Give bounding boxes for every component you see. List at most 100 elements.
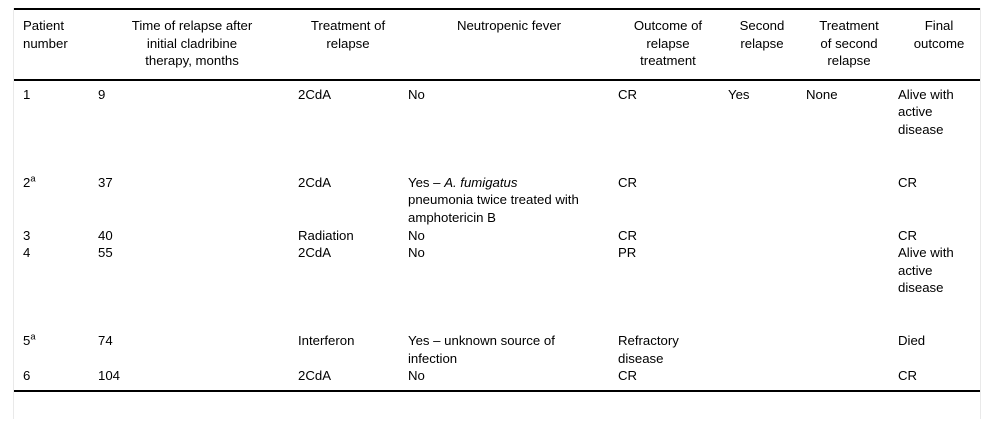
table-row: 6 104 2CdA No CR CR	[14, 367, 980, 392]
cell-treatment-of-relapse-value: 2CdA	[298, 368, 331, 384]
cell-final-outcome: Alive with active disease	[894, 244, 980, 332]
cell-neutropenic-fever: No	[404, 80, 614, 174]
cell-relapse-outcome-value: CR	[618, 227, 638, 243]
cell-treatment-second-relapse-value: None	[806, 86, 838, 102]
cell-time-of-relapse: 40	[92, 227, 292, 245]
cell-neutropenic-fever-value: No	[408, 86, 425, 102]
cell-relapse-outcome-value: PR	[618, 245, 637, 261]
cell-treatment-of-relapse: 2CdA	[292, 174, 404, 227]
header-line: Treatment of	[310, 18, 386, 33]
cell-relapse-outcome: Refractory disease	[614, 332, 722, 367]
cell-treatment-of-relapse: 2CdA	[292, 367, 404, 392]
header-line: relapse	[827, 53, 871, 69]
cell-relapse-outcome-value: CR	[618, 174, 638, 190]
header-line: number	[23, 35, 68, 51]
cell-final-outcome: CR	[894, 174, 980, 227]
column-header-time-of-relapse: Time of relapse after initial cladribine…	[92, 8, 292, 81]
cell-neutropenic-fever-value: No	[408, 368, 425, 384]
header-line: treatment	[640, 53, 696, 69]
cell-treatment-of-relapse-value: Interferon	[298, 333, 355, 349]
cell-final-outcome: Died	[894, 332, 980, 367]
cell-patient-number: 2a	[14, 172, 92, 227]
cell-final-outcome-value: Alive with active disease	[898, 86, 954, 137]
cell-patient-number-value: 3	[23, 227, 31, 243]
header-line: therapy, months	[145, 53, 239, 69]
cell-relapse-outcome-value: Refractory disease	[618, 333, 679, 366]
cell-relapse-outcome: CR	[614, 80, 722, 174]
cell-treatment-of-relapse: Interferon	[292, 332, 404, 367]
header-line: Second	[739, 18, 785, 33]
cell-neutropenic-fever-value: No	[408, 227, 425, 243]
cell-second-relapse	[722, 367, 800, 392]
cell-treatment-of-relapse: 2CdA	[292, 244, 404, 332]
cell-final-outcome-value: CR	[898, 368, 918, 384]
cell-relapse-outcome-value: CR	[618, 368, 638, 384]
header-line: Treatment	[819, 18, 879, 33]
cell-treatment-of-relapse-value: 2CdA	[298, 86, 331, 102]
cell-time-of-relapse-value: 74	[98, 333, 113, 349]
header-line: initial cladribine	[146, 35, 238, 51]
column-header-neutropenic-fever: Neutropenic fever	[404, 8, 614, 81]
cell-treatment-of-relapse: Radiation	[292, 227, 404, 245]
cell-treatment-of-relapse-value: Radiation	[298, 227, 354, 243]
column-header-treatment-of-relapse: Treatment of relapse	[292, 8, 404, 81]
cell-patient-number: 5a	[14, 332, 92, 367]
table-header: Patient number Time of relapse after ini…	[14, 8, 980, 81]
cell-final-outcome-value: Alive with active disease	[898, 245, 954, 296]
table-row: 4 55 2CdA No PR Alive with active disease	[14, 244, 980, 332]
cell-second-relapse: Yes	[722, 80, 800, 174]
cell-patient-number: 3	[14, 227, 92, 245]
cell-neutropenic-fever-value: No	[408, 245, 425, 261]
column-header-final-outcome: Final outcome	[894, 8, 980, 81]
table-row: 2a 37 2CdA Yes – A. fumigatus pneumonia twi…	[14, 172, 980, 227]
relapse-table-container: Patient number Time of relapse after ini…	[13, 8, 981, 419]
cell-neutropenic-fever: No	[404, 227, 614, 245]
column-header-second-relapse: Second relapse	[722, 8, 800, 81]
cell-patient-number-value: 2a	[23, 172, 36, 190]
cell-final-outcome-value: CR	[898, 174, 918, 190]
cell-treatment-of-relapse-value: 2CdA	[298, 174, 331, 190]
cell-treatment-of-relapse-value: 2CdA	[298, 245, 331, 261]
cell-final-outcome: CR	[894, 367, 980, 392]
cell-time-of-relapse-value: 40	[98, 227, 113, 243]
column-header-treatment-second-relapse: Treatment of second relapse	[800, 8, 894, 81]
cell-time-of-relapse: 37	[92, 174, 292, 227]
cell-final-outcome: CR	[894, 227, 980, 245]
organism-name: A. fumigatus	[444, 174, 518, 190]
header-line: Time of relapse after	[131, 18, 253, 33]
cell-patient-number: 6	[14, 367, 92, 392]
cell-patient-number: 4	[14, 244, 92, 332]
footnote-marker: a	[30, 172, 36, 184]
cell-time-of-relapse-value: 37	[98, 174, 113, 190]
header-line: Final	[924, 18, 954, 33]
cell-time-of-relapse-value: 9	[98, 86, 106, 102]
cell-neutropenic-fever: No	[404, 367, 614, 392]
header-line: relapse	[646, 35, 690, 51]
cell-time-of-relapse-value: 55	[98, 245, 113, 261]
cell-time-of-relapse: 55	[92, 244, 292, 332]
column-header-relapse-outcome: Outcome of relapse treatment	[614, 8, 722, 81]
cell-second-relapse	[722, 332, 800, 367]
cell-relapse-outcome-value: CR	[618, 86, 638, 102]
cell-final-outcome-value: Died	[898, 333, 926, 349]
cell-second-relapse-value: Yes	[728, 86, 750, 102]
table-row: 5a 74 Interferon Yes – unknown source of in…	[14, 332, 980, 367]
cell-neutropenic-fever-value: Yes – unknown source of infection	[408, 333, 555, 366]
header-line: outcome	[913, 35, 965, 51]
cell-relapse-outcome: CR	[614, 367, 722, 392]
header-line: Patient	[23, 18, 65, 33]
cell-time-of-relapse: 104	[92, 367, 292, 392]
cell-treatment-of-relapse: 2CdA	[292, 80, 404, 174]
header-row: Patient number Time of relapse after ini…	[14, 8, 980, 81]
cell-time-of-relapse: 9	[92, 80, 292, 174]
cell-patient-number-value: 4	[23, 245, 31, 261]
cell-treatment-second-relapse	[800, 367, 894, 392]
cell-relapse-outcome: PR	[614, 244, 722, 332]
cell-neutropenic-fever-value: Yes – A. fumigatus pneumonia twice treat…	[408, 174, 579, 225]
header-line: Outcome of	[633, 18, 703, 33]
cell-second-relapse	[722, 174, 800, 227]
header-line: Neutropenic fever	[456, 18, 562, 33]
cell-time-of-relapse-value: 104	[98, 368, 121, 384]
